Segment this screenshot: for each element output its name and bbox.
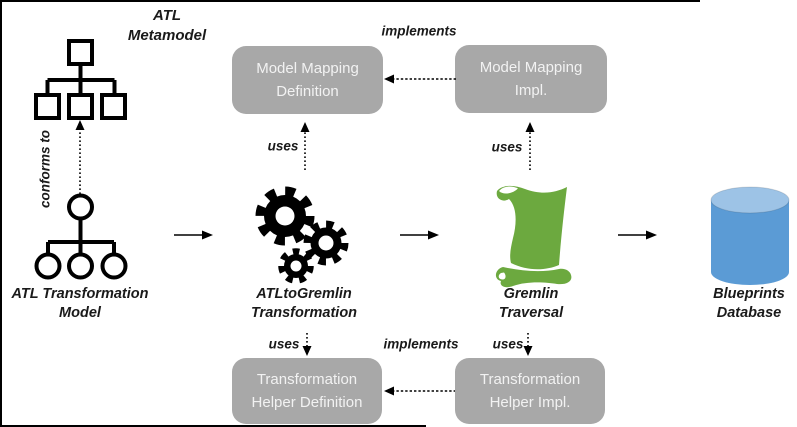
blueprints-database-cylinder-icon — [710, 186, 790, 285]
conforms-to-arrow — [75, 120, 85, 194]
transformation-helper-impl-box: Transformation Helper Impl. — [455, 358, 605, 424]
model-mapping-impl-box: Model Mapping Impl. — [455, 45, 607, 113]
gremlin-scroll-icon — [495, 185, 572, 288]
flow-arrow-model-to-transformation — [174, 230, 213, 240]
transformation-model-tree-circles-icon — [34, 193, 128, 280]
frame-line-top — [0, 0, 700, 2]
metamodel-tree-squares-icon — [34, 39, 127, 120]
model-mapping-definition-box: Model Mapping Definition — [232, 46, 383, 114]
uses-arrow-bottom-right — [523, 333, 533, 356]
uses-bottom-right-label: uses — [492, 336, 524, 352]
transformation-helper-impl-label: Transformation Helper Impl. — [479, 370, 581, 411]
uses-arrow-top-left — [300, 122, 310, 170]
blueprints-database-label: Blueprints Database — [713, 286, 785, 322]
implements-bottom-label: implements — [383, 336, 459, 352]
uses-top-left-label: uses — [267, 138, 299, 154]
gears-icon — [255, 186, 349, 284]
uses-arrow-top-right — [525, 122, 535, 170]
transformation-helper-definition-box: Transformation Helper Definition — [232, 358, 382, 424]
gremlin-traversal-label: Gremlin Traversal — [498, 286, 564, 322]
frame-line-bottom — [0, 425, 426, 427]
uses-arrow-bottom-left — [302, 333, 312, 356]
uses-top-right-label: uses — [491, 139, 523, 155]
uses-bottom-left-label: uses — [268, 336, 300, 352]
atl-metamodel-label: ATL Metamodel — [127, 7, 207, 44]
frame-line-left — [0, 0, 2, 427]
implements-top-label: implements — [381, 23, 457, 39]
flow-arrow-transformation-to-traversal — [400, 230, 439, 240]
atl-transformation-model-label: ATL Transformation Model — [11, 286, 149, 322]
transformation-helper-definition-label: Transformation Helper Definition — [251, 370, 363, 411]
atlto-gremlin-transformation-label: ATLtoGremlin Transformation — [250, 286, 358, 322]
implements-arrow-bottom — [384, 386, 456, 396]
model-mapping-definition-label: Model Mapping Definition — [256, 59, 359, 100]
implements-arrow-top — [384, 74, 456, 84]
flow-arrow-traversal-to-database — [618, 230, 657, 240]
model-mapping-impl-label: Model Mapping Impl. — [479, 58, 583, 99]
